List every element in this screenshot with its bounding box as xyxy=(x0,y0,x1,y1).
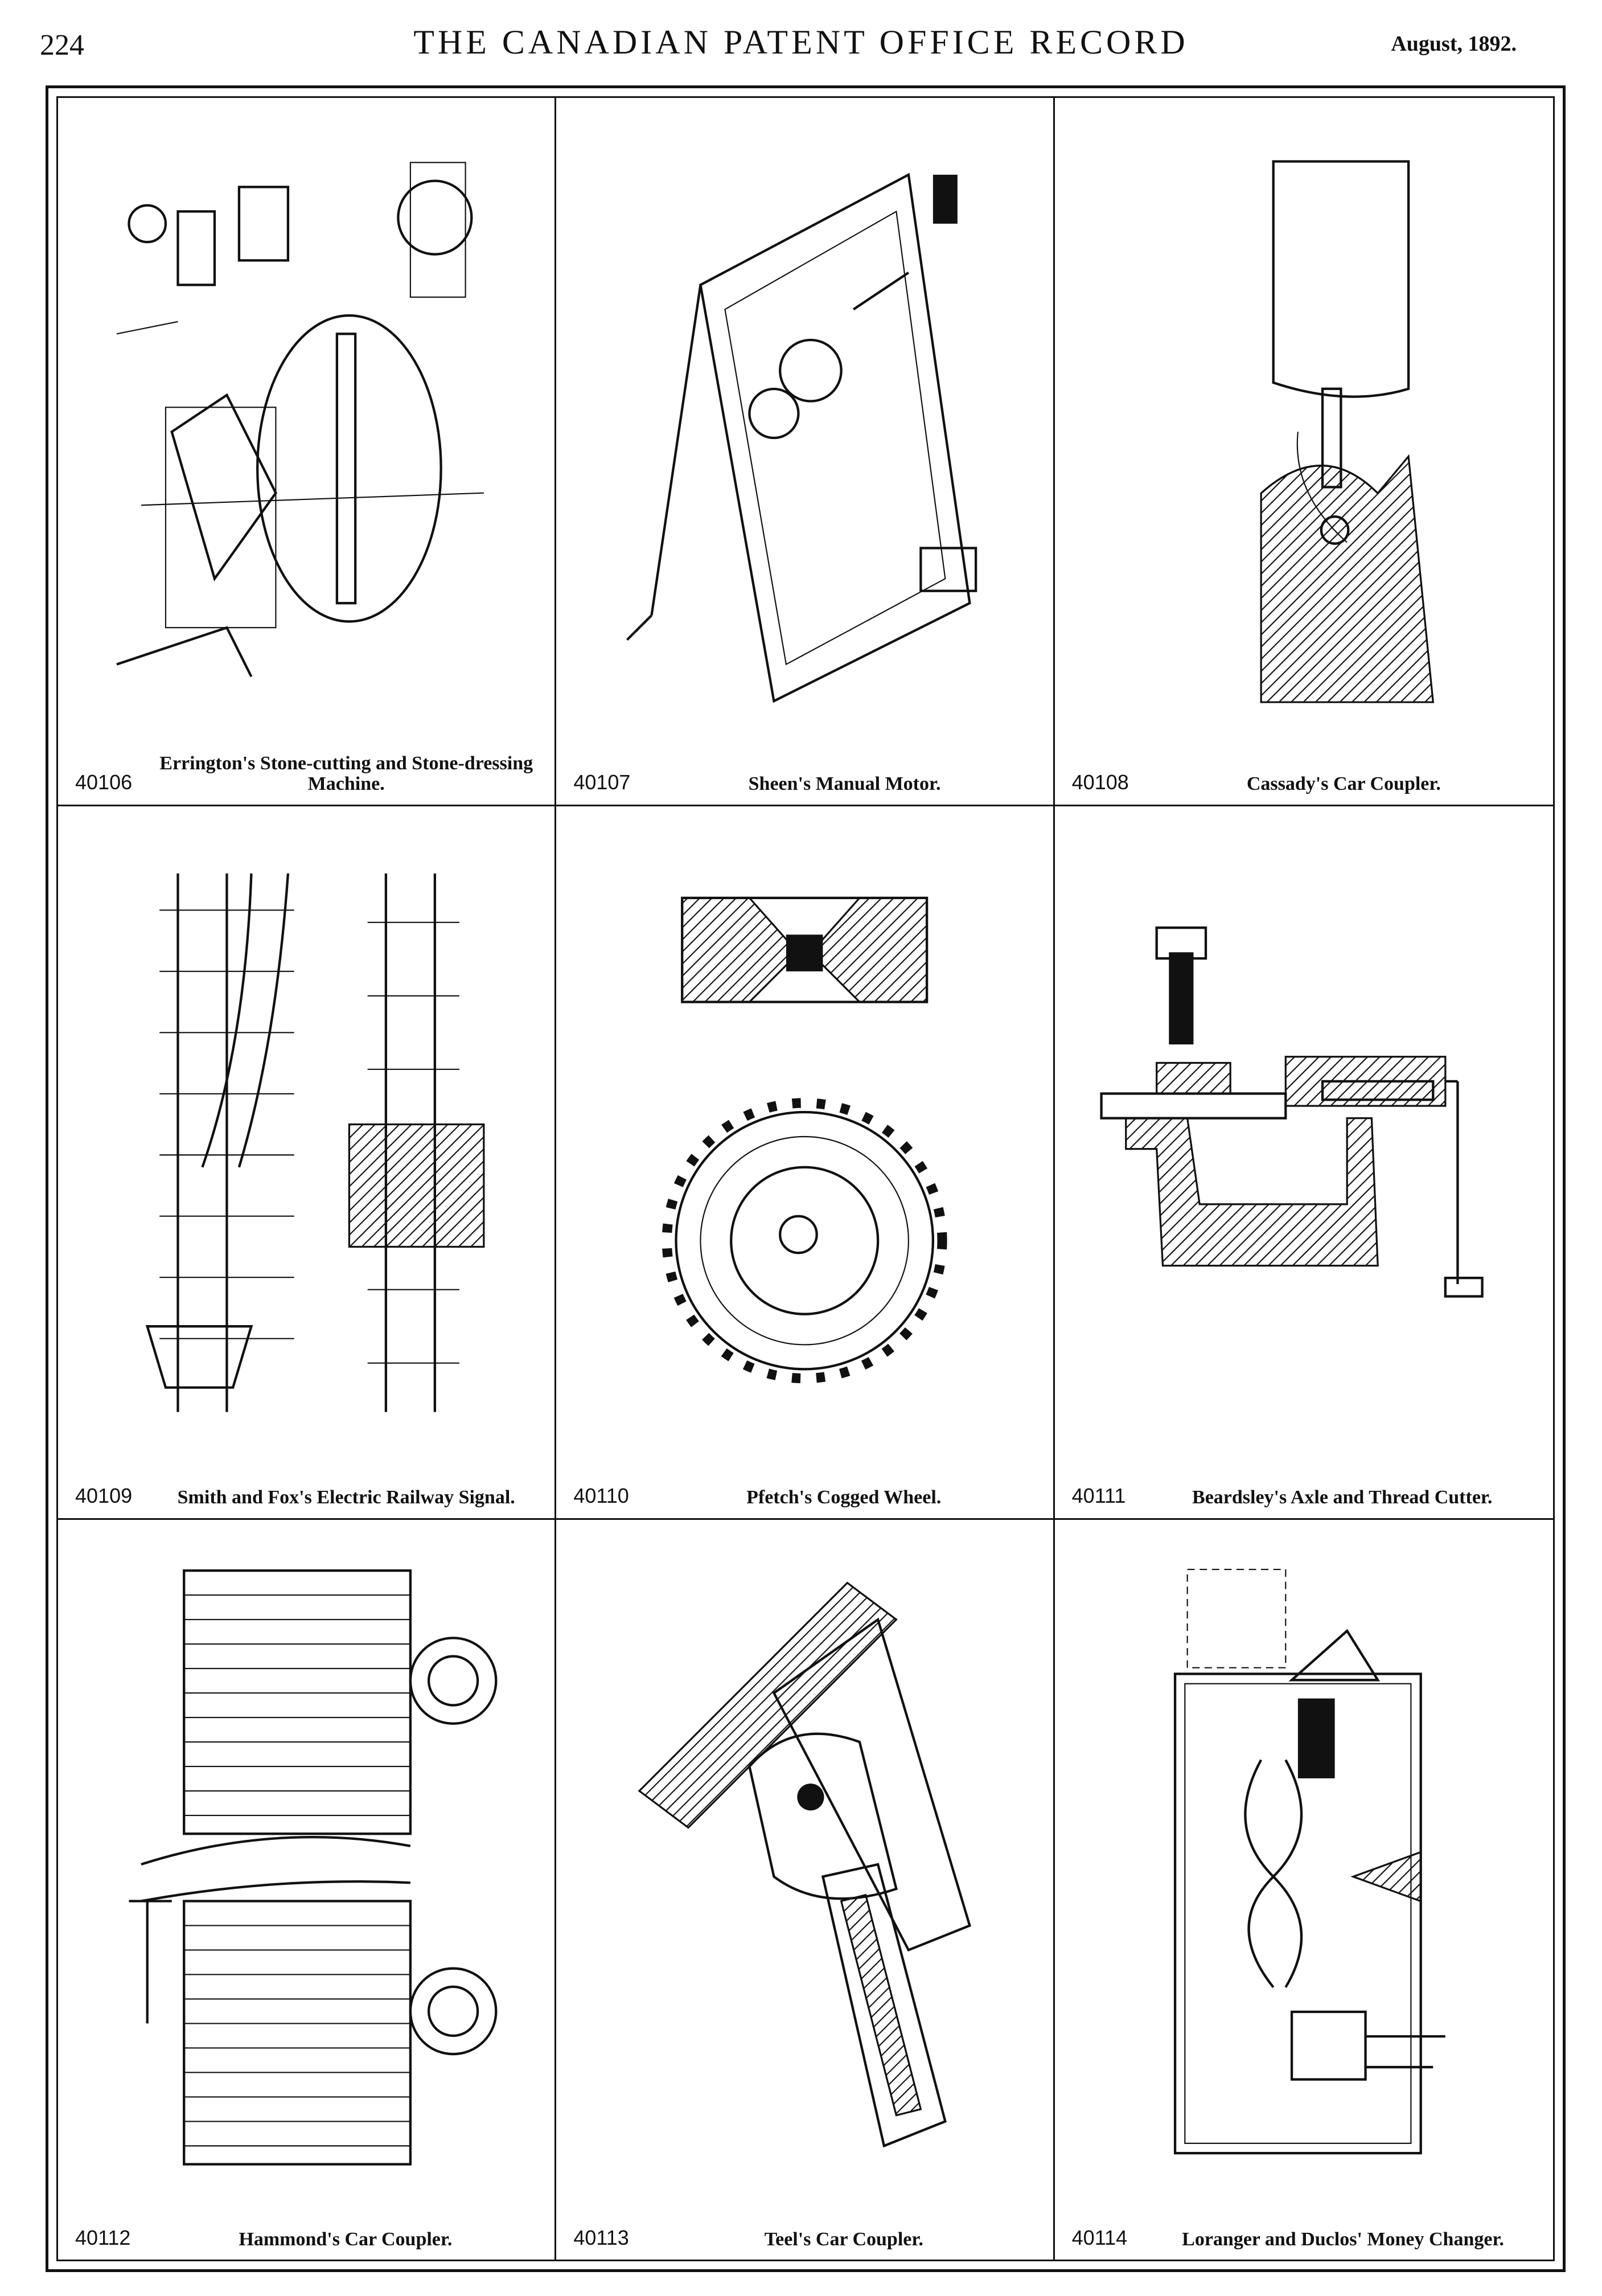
patent-drawing-manual-motor xyxy=(590,132,1018,719)
patent-cell: 40108 Cassady's Car Coupler. xyxy=(1054,98,1553,806)
patent-cell: 40107 Sheen's Manual Motor. xyxy=(556,98,1055,806)
patent-caption: 40108 Cassady's Car Coupler. xyxy=(1072,770,1536,794)
patent-cell: 40109 Smith and Fox's Electric Railway S… xyxy=(58,806,557,1520)
patent-title: Pfetch's Cogged Wheel. xyxy=(746,1487,942,1508)
patent-caption: 40112 Hammond's Car Coupler. xyxy=(75,2226,537,2250)
patent-drawing-car-coupler xyxy=(1089,132,1519,719)
patent-cell: 40112 Hammond's Car Coupler. xyxy=(58,1520,557,2260)
patent-title: Loranger and Duclos' Money Changer. xyxy=(1182,2229,1504,2250)
patent-drawings-frame: 40106 Errington's Stone-cutting and Ston… xyxy=(46,85,1566,2272)
patent-cell: 40113 Teel's Car Coupler. xyxy=(556,1520,1055,2260)
journal-title: THE CANADIAN PATENT OFFICE RECORD xyxy=(413,23,1189,61)
patent-number: 40108 xyxy=(1071,770,1129,794)
patent-caption: 40113 Teel's Car Coupler. xyxy=(573,2226,1036,2250)
patent-number: 40106 xyxy=(75,770,133,794)
patent-number: 40114 xyxy=(1071,2226,1128,2249)
patent-number: 40107 xyxy=(573,770,631,794)
patent-number: 40112 xyxy=(75,2226,131,2249)
patent-caption: 40109 Smith and Fox's Electric Railway S… xyxy=(75,1484,537,1508)
patent-drawing-teel-car-coupler xyxy=(590,1554,1018,2175)
patent-number: 40113 xyxy=(573,2226,629,2249)
patent-caption: 40114 Loranger and Duclos' Money Changer… xyxy=(1072,2226,1536,2250)
patent-caption: 40106 Errington's Stone-cutting and Ston… xyxy=(75,753,537,794)
patent-grid: 40106 Errington's Stone-cutting and Ston… xyxy=(58,98,1553,2260)
issue-date: August, 1892. xyxy=(1391,32,1517,56)
patent-cell: 40114 Loranger and Duclos' Money Changer… xyxy=(1055,1520,1553,2260)
patent-drawing-axle-thread-cutter xyxy=(1089,840,1519,1433)
patent-caption: 40110 Pfetch's Cogged Wheel. xyxy=(573,1484,1036,1508)
patent-title: Beardsley's Axle and Thread Cutter. xyxy=(1192,1487,1493,1508)
patent-drawing-cogged-wheel xyxy=(590,840,1018,1433)
patent-number: 40109 xyxy=(75,1484,133,1507)
patent-caption: 40111 Beardsley's Axle and Thread Cutter… xyxy=(1072,1484,1536,1508)
patent-caption: 40107 Sheen's Manual Motor. xyxy=(573,770,1036,794)
page-header: 224 THE CANADIAN PATENT OFFICE RECORD Au… xyxy=(0,0,1602,85)
patent-title: Smith and Fox's Electric Railway Signal. xyxy=(177,1487,515,1508)
patent-drawing-stone-cutting-machine xyxy=(92,132,520,719)
patent-number: 40111 xyxy=(1071,1484,1126,1507)
patent-title: Teel's Car Coupler. xyxy=(764,2229,923,2250)
patent-title: Hammond's Car Coupler. xyxy=(239,2229,453,2250)
patent-drawing-hammond-car-coupler xyxy=(92,1554,520,2175)
page-number: 224 xyxy=(40,29,84,62)
patent-cell: 40106 Errington's Stone-cutting and Ston… xyxy=(58,98,557,806)
patent-title: Sheen's Manual Motor. xyxy=(748,773,941,794)
patent-number: 40110 xyxy=(573,1484,629,1507)
patent-drawing-money-changer xyxy=(1089,1554,1519,2175)
patent-cell: 40111 Beardsley's Axle and Thread Cutter… xyxy=(1054,806,1553,1520)
patent-cell: 40110 Pfetch's Cogged Wheel. xyxy=(556,806,1055,1520)
patent-title: Cassady's Car Coupler. xyxy=(1246,773,1441,794)
patent-title: Errington's Stone-cutting and Stone-dres… xyxy=(159,753,533,794)
patent-drawing-railway-signal xyxy=(92,840,520,1433)
patent-drawings-inner-frame: 40106 Errington's Stone-cutting and Ston… xyxy=(56,96,1555,2261)
